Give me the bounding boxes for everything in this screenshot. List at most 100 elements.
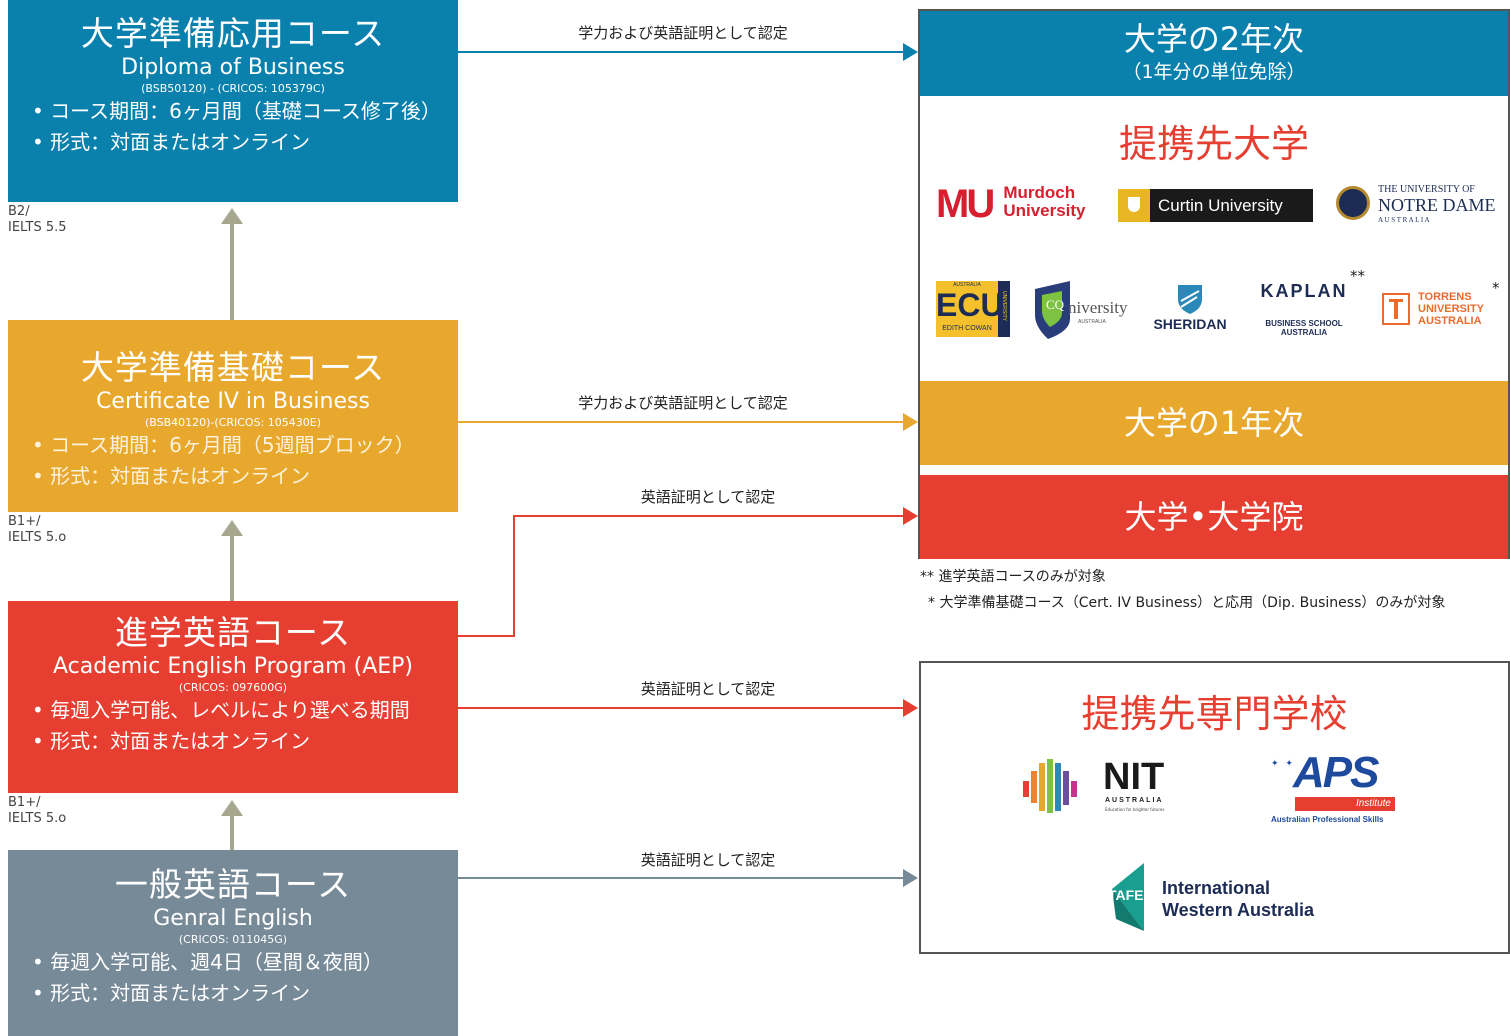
level-up-arrow-2: [221, 520, 243, 601]
nit-stripes-icon: [1023, 759, 1077, 813]
torrens-footnote-mark: *: [1492, 279, 1500, 297]
murdoch-mark: MU: [936, 182, 995, 226]
course-bullet: • 形式：対面またはオンライン: [32, 130, 311, 154]
course-diploma: 大学準備応用コース Diploma of Business (BSB50120)…: [8, 0, 458, 202]
torrens-line1: TORRENS: [1418, 291, 1472, 303]
cq-university-logo: CQ niversity AUSTRALIA: [1032, 279, 1136, 341]
cqu-mark: CQ: [1046, 297, 1065, 312]
kaplan-sub1: BUSINESS SCHOOL: [1265, 319, 1343, 328]
arrow-diploma-to-year2: [458, 43, 918, 61]
level-ielts: IELTS 5.o: [8, 811, 67, 826]
ecu-sub-text: EDITH COWAN: [942, 325, 992, 332]
year2-subtitle: （1年分の単位免除）: [1122, 61, 1306, 83]
partner-colleges-panel: 提携先専門学校 NIT AUSTRALIA Education for brig…: [919, 661, 1510, 954]
aps-stars-icon: ✦ ✦: [1271, 759, 1295, 769]
year2-title: 大学の2年次: [1123, 20, 1305, 58]
university-year2-bar: 大学の2年次 （1年分の単位免除）: [920, 11, 1508, 96]
tafe-line2: Western Australia: [1162, 900, 1315, 920]
course-english-name: Certificate IV in Business: [96, 389, 370, 414]
kaplan-footnote-mark: **: [1350, 267, 1365, 285]
aps-name: APS: [1293, 748, 1379, 797]
course-bullet: • 毎週入学可能、レベルにより選べる期間: [32, 698, 410, 722]
tafe-line1: International: [1162, 878, 1271, 898]
course-cert-iv: 大学準備基礎コース Certificate IV in Business (BS…: [8, 320, 458, 512]
level-ielts: IELTS 5.5: [8, 220, 67, 235]
level-ielts: IELTS 5.o: [8, 530, 67, 545]
torrens-university-logo: TORRENS UNIVERSITY AUSTRALIA *: [1382, 279, 1508, 339]
partner-universities-title: 提携先大学: [1118, 122, 1309, 166]
torrens-line2: UNIVERSITY: [1418, 303, 1485, 315]
course-general-english: 一般英語コース Genral English (CRICOS: 011045G)…: [8, 850, 458, 1036]
curtin-university-logo: Curtin University: [1118, 189, 1313, 222]
course-code: (CRICOS: 097600G): [178, 681, 288, 694]
arrow-general-to-colleges: [458, 869, 918, 887]
arrow-aep-to-colleges: [458, 699, 918, 717]
course-bullet: • コース期間：6ヶ月間（基礎コース修了後）: [32, 99, 441, 123]
sheridan-name: SHERIDAN: [1153, 316, 1227, 332]
arrow-label-cert: 学力および英語証明として認定: [578, 394, 788, 412]
course-title: 大学準備応用コース: [80, 14, 386, 53]
footnote-single-asterisk: * 大学準備基礎コース（Cert. IV Business）と応用（Dip. B…: [928, 595, 1446, 611]
sheridan-logo: SHERIDAN: [1146, 281, 1234, 343]
aps-badge: Institute: [1295, 797, 1395, 811]
level-up-arrow-1: [221, 208, 243, 320]
course-title: 進学英語コース: [114, 613, 352, 652]
ecu-letters: ECU: [936, 287, 1004, 323]
kaplan-name-wrap: KAPLAN: [1254, 281, 1354, 302]
level-cefr: B2/: [8, 204, 30, 219]
footnote-double-asterisk: ** 進学英語コースのみが対象: [920, 569, 1106, 585]
kaplan-sub: BUSINESS SCHOOL AUSTRALIA: [1252, 319, 1356, 337]
nit-australia-logo: NIT AUSTRALIA Education for brighter fut…: [1021, 757, 1191, 819]
course-bullet: • 形式：対面またはオンライン: [32, 729, 311, 753]
level-up-arrow-3: [221, 800, 243, 850]
course-title: 大学準備基礎コース: [80, 348, 386, 387]
level-requirement-aep: B1+/ IELTS 5.o: [8, 795, 66, 827]
murdoch-line2: University: [1003, 201, 1086, 220]
notre-dame-seal-icon: [1336, 186, 1370, 220]
kaplan-name: KAPLAN: [1260, 281, 1348, 301]
notre-dame-text: THE UNIVERSITY OF NOTRE DAME A U S T R A…: [1378, 184, 1508, 225]
nit-tagline: Education for brighter futures: [1105, 807, 1165, 812]
murdoch-line1: Murdoch: [1003, 183, 1076, 202]
aps-sub: Australian Professional Skills: [1271, 815, 1384, 824]
torrens-line3: AUSTRALIA: [1418, 315, 1482, 327]
level-requirement-diploma: B2/ IELTS 5.5: [8, 204, 67, 236]
arrow-label-general: 英語証明として認定: [640, 851, 776, 869]
cqu-sub: AUSTRALIA: [1078, 319, 1106, 325]
ecu-top-text: AUSTRALIA: [953, 282, 981, 288]
torrens-mark-icon: [1382, 293, 1410, 325]
nit-name: NIT: [1103, 756, 1165, 798]
ecu-logo: AUSTRALIA ECU EDITH COWAN UNIVERSITY: [936, 281, 1010, 337]
level-cefr: B1+/: [8, 514, 41, 529]
university-panel: 大学の2年次 （1年分の単位免除） 提携先大学 MU Murdoch Unive…: [918, 9, 1510, 559]
arrow-label-aep-upper: 英語証明として認定: [640, 488, 776, 506]
tafe-mark-icon: [1112, 863, 1144, 931]
curtin-name: Curtin University: [1158, 196, 1283, 215]
tafe-international-logo: TAFE International Western Australia: [1106, 859, 1336, 935]
level-requirement-cert: B1+/ IELTS 5.o: [8, 514, 66, 546]
kaplan-logo: KAPLAN ** BUSINESS SCHOOL AUSTRALIA: [1252, 267, 1378, 343]
ecu-mark: AUSTRALIA ECU EDITH COWAN: [936, 281, 1004, 337]
ecu-side-bar: UNIVERSITY: [998, 281, 1010, 337]
kaplan-sub2: AUSTRALIA: [1280, 328, 1328, 337]
course-title: 一般英語コース: [114, 865, 352, 904]
course-bullet: • 形式：対面またはオンライン: [32, 981, 311, 1005]
arrow-cert-to-year1: [458, 413, 918, 431]
arrow-aep-to-graduate: [458, 507, 918, 637]
torrens-text: TORRENS UNIVERSITY AUSTRALIA: [1418, 291, 1484, 327]
aps-institute-logo: ✦ ✦ APS Institute Australian Professiona…: [1271, 749, 1417, 829]
sheridan-shield-icon: [1178, 285, 1202, 314]
tafe-mark-text: TAFE: [1108, 887, 1144, 903]
course-bullet: • コース期間：6ヶ月間（5週間ブロック）: [32, 433, 415, 457]
arrow-label-aep-lower: 英語証明として認定: [640, 680, 776, 698]
level-cefr: B1+/: [8, 795, 41, 810]
cqu-shield-icon: [1035, 281, 1070, 339]
murdoch-text: Murdoch University: [1003, 184, 1085, 220]
curtin-shield-icon: [1118, 189, 1150, 222]
murdoch-university-logo: MU Murdoch University: [936, 182, 1086, 226]
partner-colleges-title: 提携先専門学校: [1081, 692, 1348, 736]
nit-sub: AUSTRALIA: [1105, 797, 1164, 804]
course-bullet: • 毎週入学可能、週4日（昼間＆夜間）: [32, 950, 383, 974]
course-aep: 進学英語コース Academic English Program (AEP) (…: [8, 601, 458, 793]
